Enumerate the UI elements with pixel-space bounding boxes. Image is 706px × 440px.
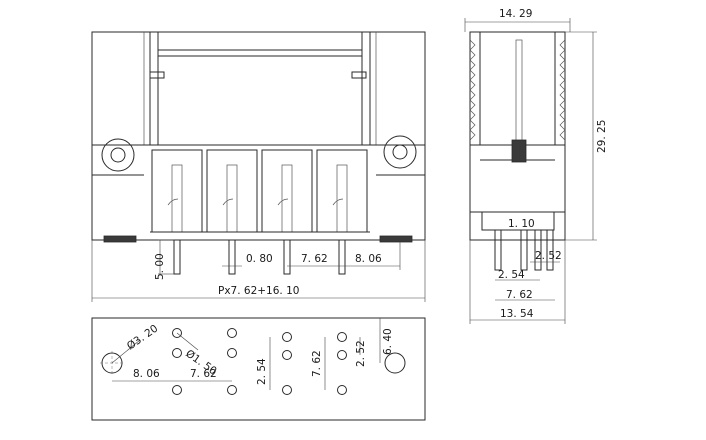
front-body-outline: [91, 31, 426, 241]
pcb-layout-view: Ø3. 20 Ø1. 50 8. 06 7. 62 2. 54 7. 62 2.…: [91, 317, 426, 421]
dim-1-10: 1. 10: [508, 218, 535, 230]
dim-7-62-pcb: 7. 62: [190, 368, 217, 380]
dim-2-54-side: 2. 54: [498, 269, 525, 281]
side-body-outline: [469, 31, 566, 241]
dim-5-00: 5. 00: [154, 253, 166, 280]
dim-0-80: 0. 80: [246, 253, 273, 265]
dim-14-29: 14. 29: [499, 8, 532, 20]
side-pins: [494, 229, 554, 271]
right-mounting-hole: [383, 135, 417, 169]
dim-6-40-pcb: 6. 40: [382, 328, 394, 355]
dim-8-06-pcb: 8. 06: [133, 368, 160, 380]
dim-total-length: Px7. 62+16. 10: [218, 285, 299, 297]
dim-7-62-side: 7. 62: [506, 289, 533, 301]
side-view: 14. 29 29. 25 1. 10 2. 52 2. 54 7. 62 13…: [464, 8, 608, 324]
left-foot: [103, 235, 137, 243]
left-mounting-hole: [101, 138, 135, 172]
pcb-large-hole-right: [384, 352, 406, 374]
dim-2-52-pcb: 2. 52: [355, 340, 367, 367]
pcb-pin-holes: [172, 328, 347, 395]
dim-7-62-pcb-vertical: 7. 62: [311, 350, 323, 377]
front-view: 5. 00 0. 80 7. 62 8. 06 Px7. 62+16. 10: [91, 31, 426, 302]
pcb-outline: [91, 317, 426, 421]
dim-2-52-side: 2. 52: [535, 250, 562, 262]
dim-7-62-front: 7. 62: [301, 253, 328, 265]
front-pins: [173, 239, 346, 275]
right-foot: [379, 235, 413, 243]
dim-13-54: 13. 54: [500, 308, 534, 320]
dim-29-25: 29. 25: [596, 120, 608, 153]
dim-2-54-pcb: 2. 54: [256, 358, 268, 385]
dim-8-06-front: 8. 06: [355, 253, 382, 265]
